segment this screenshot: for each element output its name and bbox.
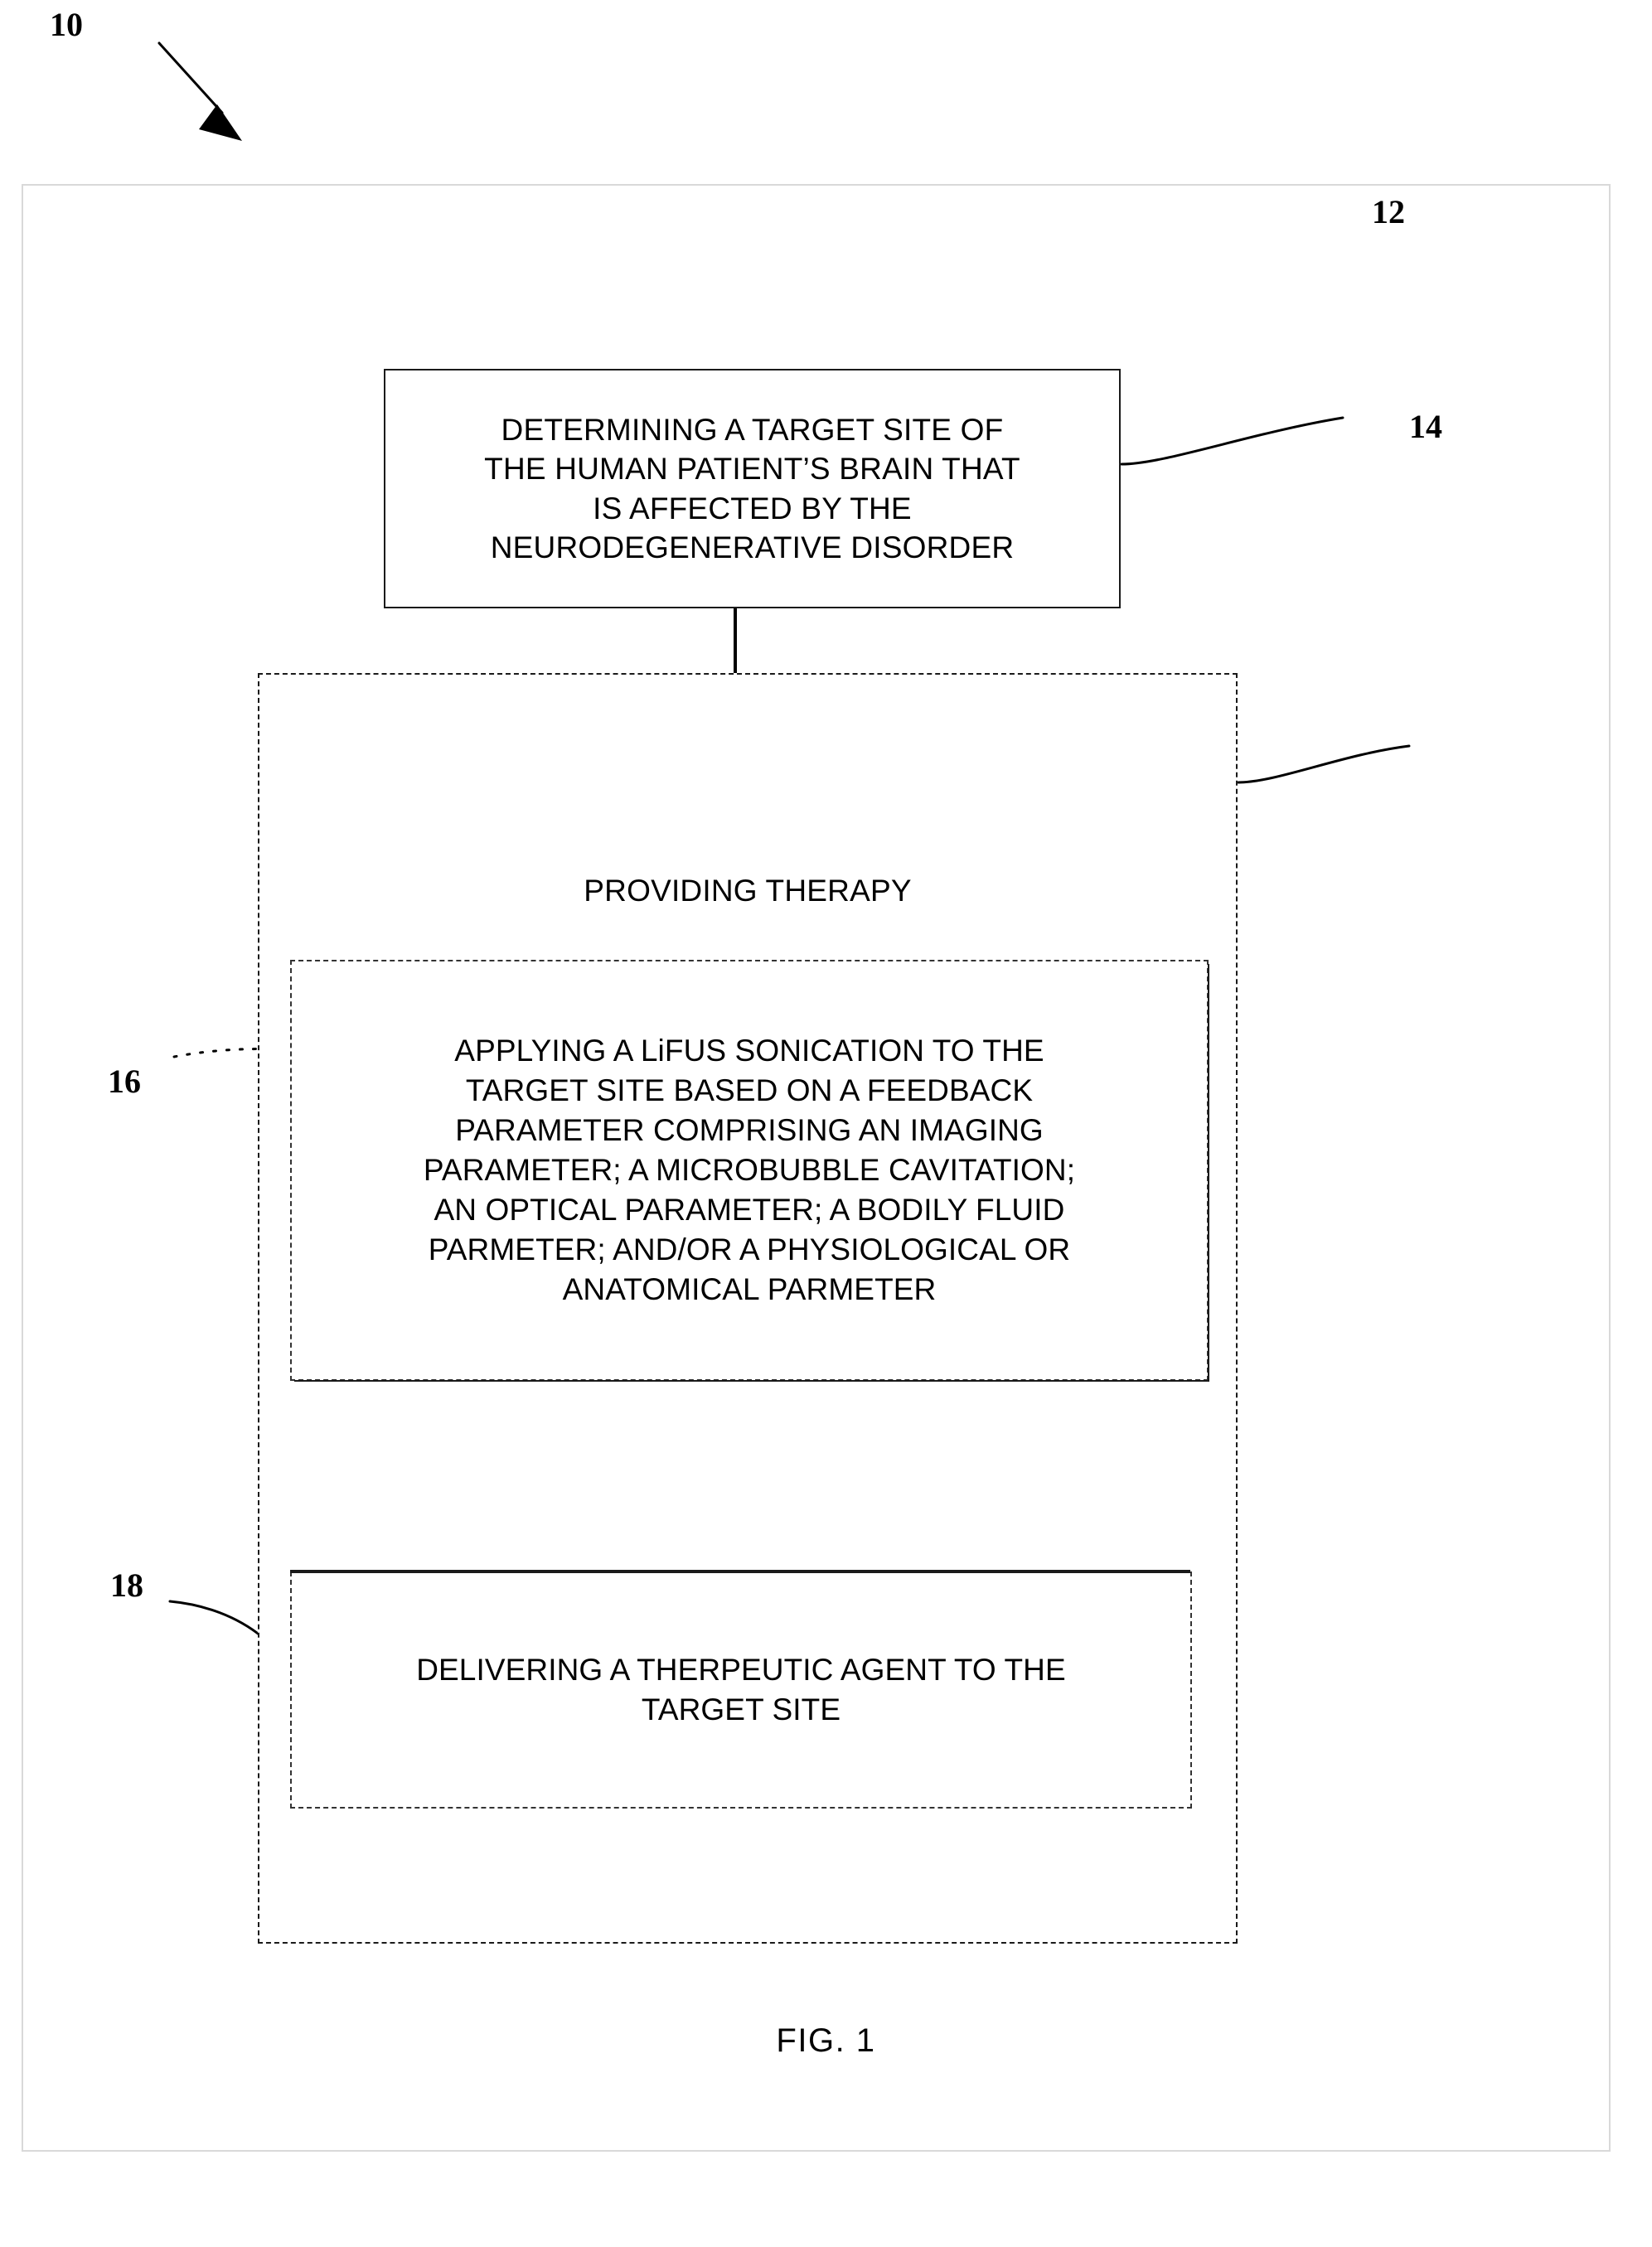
process-group-providing-therapy-label: PROVIDING THERAPY — [584, 874, 912, 908]
reference-numeral-14: 14 — [1409, 408, 1442, 445]
process-box-delivering-therapeutic-agent-label: DELIVERING A THERPEUTIC AGENT TO THE TAR… — [416, 1652, 1066, 1726]
process-box-determining-target-site[interactable]: DETERMINING A TARGET SITE OF THE HUMAN P… — [384, 369, 1121, 608]
reference-numeral-18: 18 — [110, 1567, 143, 1604]
reference-numeral-16: 16 — [108, 1063, 141, 1100]
system-arrow-10 — [157, 41, 242, 141]
page-frame-border — [22, 184, 1611, 2152]
process-box-applying-lifus-sonication-label: APPLYING A LiFUS SONICATION TO THE TARGE… — [423, 1033, 1076, 1307]
reference-numeral-10: 10 — [50, 6, 83, 43]
process-box-applying-lifus-sonication[interactable]: APPLYING A LiFUS SONICATION TO THE TARGE… — [290, 960, 1209, 1382]
figure-caption: FIG. 1 — [776, 2022, 876, 2059]
process-box-determining-label: DETERMINING A TARGET SITE OF THE HUMAN P… — [484, 412, 1020, 564]
process-box-delivering-therapeutic-agent[interactable]: DELIVERING A THERPEUTIC AGENT TO THE TAR… — [290, 1570, 1192, 1809]
reference-numeral-12: 12 — [1372, 193, 1405, 230]
